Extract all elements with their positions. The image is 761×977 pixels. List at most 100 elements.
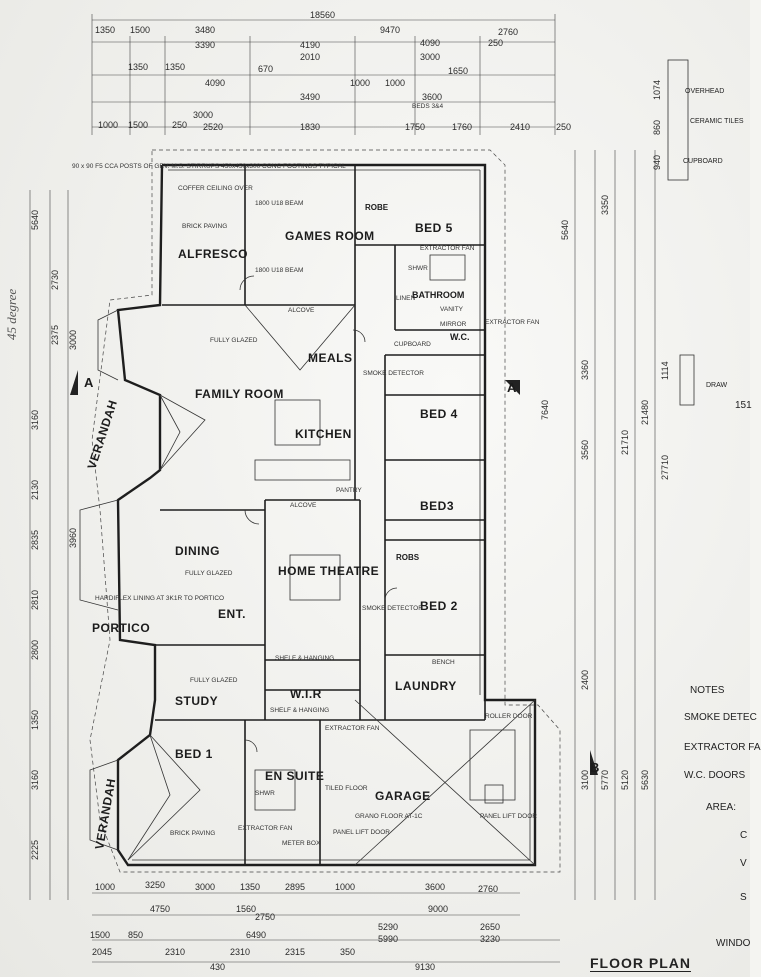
room-family: FAMILY ROOM [195, 387, 284, 401]
alcove-1: ALCOVE [288, 307, 315, 314]
dim-bot3-2: 850 [128, 930, 143, 940]
beam-note-2: 1800 U18 BEAM [255, 267, 303, 274]
dim-bot3-4: 5290 [378, 922, 398, 932]
dim-r3-1: 1350 [128, 62, 148, 72]
dim-bot4-3: 2310 [230, 947, 250, 957]
extractor-fan-1: EXTRACTOR FAN [420, 245, 475, 252]
fixture-labels: COFFER CEILING OVER BRICK PAVING BRICK P… [72, 163, 540, 847]
dim-left-10: 2800 [30, 640, 40, 660]
note-3: W.C. DOORS [684, 770, 746, 781]
room-verandah-bottom: VERANDAH [92, 777, 118, 850]
letter-3: S [740, 892, 747, 903]
dim-right-10: 3100 [580, 770, 590, 790]
vanity-note: VANITY [440, 306, 464, 313]
bench-note: BENCH [432, 659, 455, 666]
dim-top-11: 1650 [448, 66, 468, 76]
interior-walls [155, 165, 486, 865]
smoke-detector-2: SMOKE DETECTOR [362, 605, 423, 612]
shelf-hanging-1: SHELF & HANGING [275, 655, 334, 662]
room-bathroom: BATHROOM [412, 290, 464, 300]
dim-bot4-6: 430 [210, 962, 225, 972]
room-robs: ROBS [396, 553, 420, 562]
roof-item-4: DRAW [706, 382, 728, 389]
dim-left-8: 3960 [68, 528, 78, 548]
dim-bot3-7: 3230 [480, 934, 500, 944]
room-portico: PORTICO [92, 621, 150, 635]
coffer-ceiling-note: COFFER CEILING OVER [178, 185, 253, 192]
dim-r4-1: 1000 [98, 120, 118, 130]
grano-floor: GRANO FLOOR AT-1C [355, 813, 423, 820]
dim-left-2: 2730 [50, 270, 60, 290]
dim-bot4-5: 350 [340, 947, 355, 957]
dim-bot-7: 3600 [425, 882, 445, 892]
dim-bot-3: 3000 [195, 882, 215, 892]
room-laundry: LAUNDRY [395, 679, 457, 693]
dim-bot4-1: 2045 [92, 947, 112, 957]
shower-1: SHWR [408, 265, 428, 272]
cupboard-note: CUPBOARD [394, 341, 431, 348]
room-robe: ROBE [365, 203, 389, 212]
room-wir: W.I.R [290, 687, 322, 701]
dim-right-top-3: 940 [652, 155, 662, 170]
hardiflex-note: HARDIFLEX LINING AT 3K1R TO PORTICO [95, 595, 224, 602]
dim-top-10: 3000 [420, 52, 440, 62]
dim-left-3: 2375 [50, 325, 60, 345]
dim-bot3-5: 5990 [378, 934, 398, 944]
left-dimensions: 5640 2730 2375 3000 3160 2130 2835 3960 … [4, 190, 78, 900]
dim-bot-4: 1350 [240, 882, 260, 892]
room-bed2: BED 2 [420, 599, 458, 613]
shelf-hanging-2: SHELF & HANGING [270, 707, 329, 714]
fully-glazed-3: FULLY GLAZED [190, 677, 238, 684]
dim-top-9: 4090 [420, 38, 440, 48]
note-2: EXTRACTOR FA [684, 742, 761, 753]
dim-top-2: 1500 [130, 25, 150, 35]
dim-bot2-1: 4750 [150, 904, 170, 914]
window-detail-box [679, 354, 695, 406]
dim-r4-8: 1760 [452, 122, 472, 132]
window-note: WINDO [716, 938, 751, 949]
dim-left-6: 2130 [30, 480, 40, 500]
shower-2: SHWR [255, 790, 275, 797]
dim-right-1: 5640 [560, 220, 570, 240]
dim-r4-9: 2410 [510, 122, 530, 132]
dim-top-5: 9470 [380, 25, 400, 35]
dim-right-9: 2400 [580, 670, 590, 690]
extractor-fan-3: EXTRACTOR FAN [325, 725, 380, 732]
pantry-note: PANTRY [336, 487, 362, 494]
dim-top-4: 3390 [195, 40, 215, 50]
section-a-left: A [84, 375, 94, 390]
note-4: AREA: [706, 802, 737, 813]
dim-r3-2: 1350 [165, 62, 185, 72]
dim-r3-4: 670 [258, 64, 273, 74]
smoke-detector-1: SMOKE DETECTOR [363, 370, 424, 377]
letter-1: C [740, 830, 748, 841]
dim-r4-7: 1750 [405, 122, 425, 132]
room-wc: W.C. [450, 332, 470, 342]
room-study: STUDY [175, 694, 218, 708]
dim-right-5: 3560 [580, 440, 590, 460]
tiled-floor: TILED FLOOR [325, 785, 368, 792]
dim-bot2-3: 2750 [255, 912, 275, 922]
room-home-theatre: HOME THEATRE [278, 564, 379, 578]
roof-item-3: CUPBOARD [683, 158, 723, 165]
dim-bot2-4: 9000 [428, 904, 448, 914]
dim-right-7: 27710 [660, 455, 670, 480]
bay-details [79, 254, 536, 866]
section-a-right: A [507, 380, 517, 395]
beam-note-1: 1800 U18 BEAM [255, 200, 303, 207]
panel-lift-door-2: PANEL LIFT DOOR [480, 813, 537, 820]
dim-right-top-2: 860 [652, 120, 662, 135]
dim-bot-8: 2760 [478, 884, 498, 894]
linen-note: LINEN [396, 295, 415, 302]
note-1: SMOKE DETEC [684, 712, 757, 723]
bottom-dimensions: 1000 3250 3000 1350 2895 1000 3600 2760 … [90, 880, 560, 972]
dim-bot4-4: 2315 [285, 947, 305, 957]
dim-bot3-1: 1500 [90, 930, 110, 940]
roller-door: ROLLER DOOR [485, 713, 533, 720]
room-bed3: BED3 [420, 499, 454, 513]
handwritten-note: 45 degree [4, 289, 19, 340]
dim-top-1: 1350 [95, 25, 115, 35]
dim-right-6: 21480 [640, 400, 650, 425]
